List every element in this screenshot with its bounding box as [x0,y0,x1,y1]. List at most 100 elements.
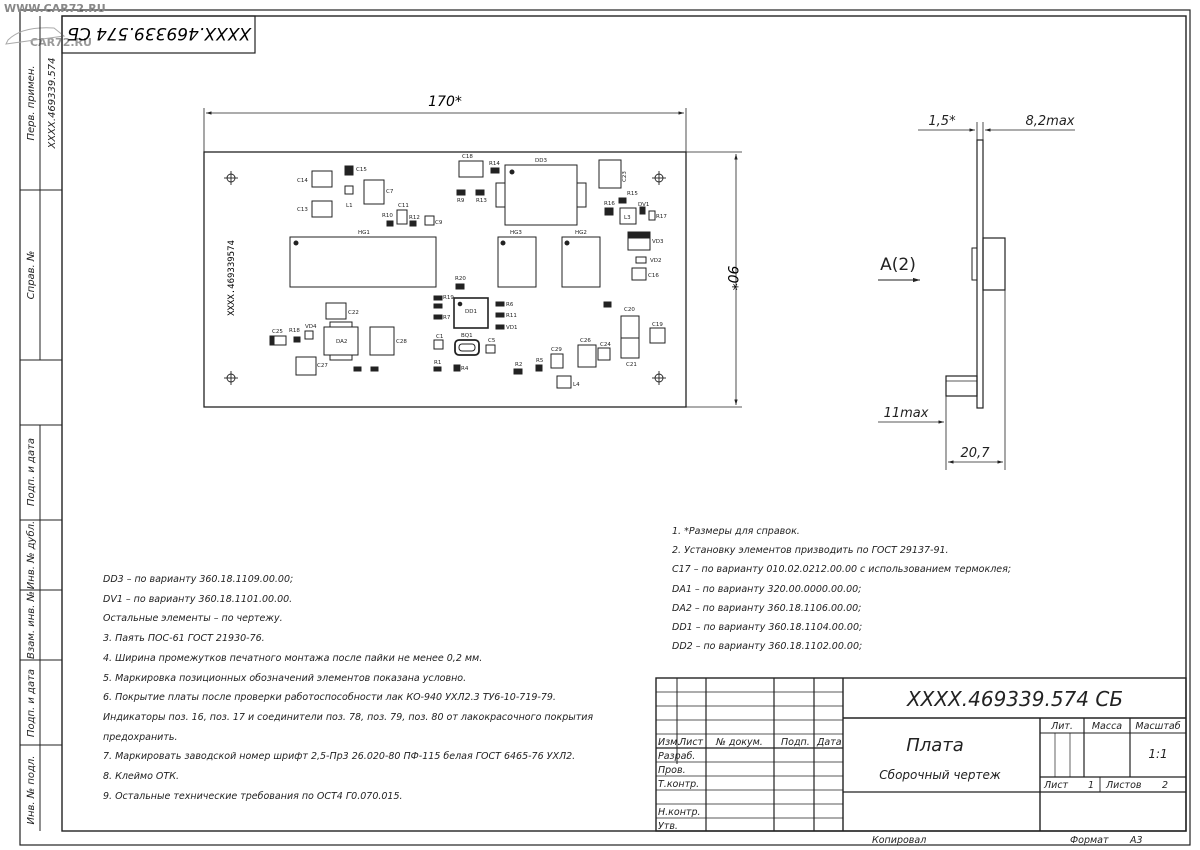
svg-text:DA2: DA2 [336,339,347,345]
svg-text:C11: C11 [398,203,409,209]
svg-text:L3: L3 [624,215,631,221]
svg-text:C5: C5 [488,338,496,344]
watermark-logo-text: CAR72.RU [30,36,92,49]
sheets-value: 2 [1162,780,1168,791]
svg-text:C27: C27 [317,363,328,369]
C21-body [620,337,640,359]
svg-text:VD3: VD3 [652,239,664,245]
title-doc-number: XXXX.469339.574 СБ [906,687,1123,711]
svg-text:HG2: HG2 [575,230,587,236]
svg-text:HG1: HG1 [358,230,370,236]
row-tkontr: Т.контр. [658,779,699,790]
svg-text:C16: C16 [648,273,659,279]
lit-label: Лит. [1050,721,1073,732]
svg-text:DV1: DV1 [638,202,649,208]
svg-text:C7: C7 [386,189,394,195]
svg-text:L1: L1 [346,203,353,209]
C5-body [485,344,496,354]
massa-label: Масса [1092,721,1122,732]
inner-frame [61,15,1187,832]
HG3-body [497,236,537,288]
svg-text:R6: R6 [506,302,514,308]
side-label-perv-value: XXXX.469339.574 [47,57,58,149]
C9-body [424,215,435,226]
C20-body [620,315,640,339]
notes-right-line: DD1 – по варианту 360.18.1104.00.00; [672,622,863,633]
svg-text:R1: R1 [434,360,441,366]
svg-text:R2: R2 [515,362,522,368]
col-docum: № докум. [715,737,763,748]
svg-text:R14: R14 [489,161,500,167]
notes-left-line: 6. Покрытие платы после проверки работос… [103,692,556,704]
svg-text:R16: R16 [604,201,615,207]
HG2-body [561,236,601,288]
L4-body [556,375,572,389]
svg-text:R13: R13 [476,198,487,204]
title-name: Плата [906,735,964,756]
svg-text:R15: R15 [627,191,638,197]
C1-body [433,339,444,350]
mounting-holes [224,171,666,385]
side-label-inv-podl: Инв. № подл. [26,756,37,825]
VD2-body [635,256,647,264]
C18-body [458,160,484,178]
svg-text:C28: C28 [396,339,407,345]
col-podp: Подп. [781,737,810,748]
side-label-inv-dubl: Инв. № дубл. [25,521,37,589]
masshtab-label: Масштаб [1135,721,1180,732]
L1-body [344,185,354,195]
svg-text:R11: R11 [506,313,517,319]
svg-text:VD2: VD2 [650,258,662,264]
C11-body [396,209,408,225]
sheet-label: Лист [1043,780,1069,791]
board-outline [203,151,687,408]
notes-left-line: DD3 – по варианту 360.18.1109.00.00; [103,574,294,585]
board-side-view [878,122,1075,470]
svg-text:R10: R10 [382,213,393,219]
side-dim-20-7: 20,7 [961,446,991,461]
side-dim-11: 11max [884,406,929,421]
scale-value: 1:1 [1148,747,1167,761]
stamp-top-text: XXXX.469339.574 СБ [67,23,252,43]
col-list: Лист [678,737,704,748]
title-subname: Сборочный чертеж [879,768,1001,782]
C28-body [369,326,395,356]
copied-label: Копировал [872,835,926,846]
side-label-vzam: Взам. инв. № [26,591,37,659]
VD4-body [304,330,314,340]
svg-text:C14: C14 [297,178,308,184]
notes-right-line: 2. Установку элементов призводить по ГОС… [672,545,949,557]
notes-right-line: DA2 – по варианту 360.18.1106.00.00; [672,602,862,614]
C19-body [649,327,666,344]
R17-body [648,210,656,221]
DD1-body [453,297,489,329]
notes-left-line: Остальные элементы – по чертежу. [103,613,283,625]
C14-body [311,170,333,188]
side-dim-1-5: 1,5* [928,114,956,129]
svg-text:R18: R18 [289,328,300,334]
side-dim-8-2: 8,2max [1026,114,1075,129]
side-label-sprav: Справ. № [26,251,37,300]
notes-right-line: С17 – по варианту 010.02.0212.00.00 с ис… [672,564,1012,576]
svg-text:C15: C15 [356,167,367,173]
DD3-body [504,164,578,226]
board-top-view: 170* 90* XXXX.469339574 [203,94,742,408]
outer-frame [19,9,1191,846]
svg-text:VD1: VD1 [506,325,518,331]
notes-left-line: предохранить. [103,731,178,743]
svg-text:C29: C29 [551,347,562,353]
svg-text:DD3: DD3 [535,158,547,164]
notes-left-line: DV1 – по варианту 360.18.1101.00.00. [103,593,293,605]
C7-body [363,179,385,205]
svg-text:HG3: HG3 [510,230,522,236]
side-label-podp-2: Подп. и дата [26,669,37,737]
C13-body [311,200,333,218]
C23-body [598,159,622,189]
notes-left-line: 9. Остальные технические требования по О… [103,790,403,802]
notes-right-line: DA1 – по варианту 320.00.0000.00.00; [672,583,862,595]
watermark-text: WWW.CAR72.RU [4,2,106,15]
svg-text:L4: L4 [573,382,580,388]
svg-text:C24: C24 [600,342,611,348]
title-block [655,677,1187,832]
C16-body [631,267,647,281]
